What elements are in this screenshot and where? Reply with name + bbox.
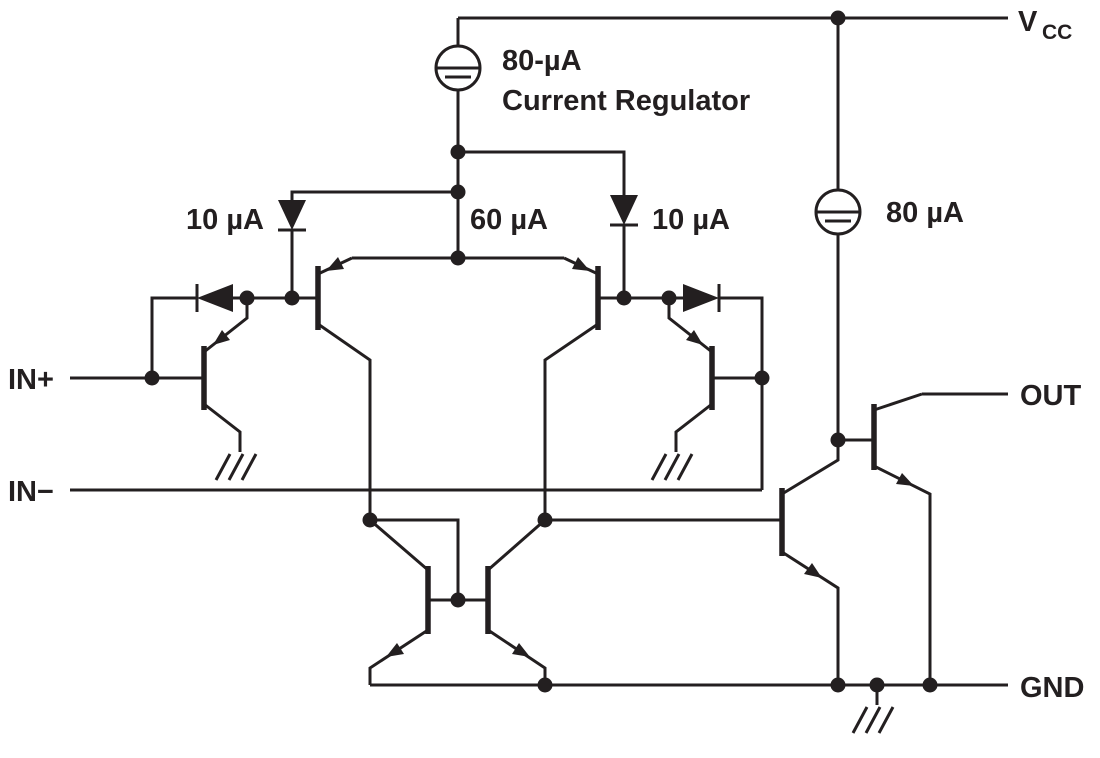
clamp-diode-right — [683, 284, 721, 312]
ground-icon — [851, 706, 895, 734]
labels: V CC OUT GND IN+ IN− 80-µA Current Regul… — [8, 6, 1084, 704]
vcc-rail — [458, 10, 1008, 26]
diode-right-10ua — [610, 195, 638, 227]
npn-arrow-icon — [386, 643, 404, 657]
transistor-collector-lead — [369, 518, 429, 572]
regulator-value-label: 80-µA — [502, 45, 582, 77]
gnd-label: GND — [1020, 672, 1084, 704]
diode-icon — [197, 284, 233, 312]
wire-left-clamp — [150, 296, 197, 378]
transistor-collector-lead — [543, 322, 599, 520]
ground-icon — [214, 453, 258, 481]
wire-branch-left — [290, 190, 458, 200]
pnp-arrow-icon — [686, 330, 703, 345]
transistor-q4-in-minus-follower — [667, 298, 762, 452]
wire-branch-right — [458, 150, 626, 195]
bias-branch-left — [278, 190, 458, 298]
transistor-q8-output — [838, 392, 932, 685]
transistor-q7-gain-stage — [779, 440, 840, 685]
current-source-80ua — [814, 18, 862, 448]
transistor-q5-mirror-left — [368, 518, 431, 685]
diode-icon — [683, 284, 719, 312]
pnp-arrow-icon — [326, 257, 344, 271]
out-label: OUT — [1020, 380, 1082, 412]
in-plus-label: IN+ — [8, 364, 54, 396]
wire-right-clamp — [719, 296, 764, 490]
gnd-rail — [370, 677, 1008, 693]
diode-icon — [610, 195, 638, 225]
junction-dot — [450, 592, 466, 608]
vcc-subscript-label: CC — [1042, 21, 1072, 44]
transistor-collector-lead — [203, 402, 242, 452]
regulator-name-label: Current Regulator — [502, 85, 750, 117]
transistor-emitter-lead — [781, 550, 840, 685]
transistor-collector-lead — [317, 322, 372, 520]
npn-arrow-icon — [896, 473, 914, 486]
pnp-arrow-icon — [213, 330, 230, 345]
transistor-collector-lead — [873, 392, 923, 412]
transistor-collector-lead — [674, 402, 713, 452]
tail-current-label: 60 µA — [470, 204, 548, 236]
transistor-q2-diff-left — [315, 256, 372, 520]
output-current-label: 80 µA — [886, 197, 964, 229]
vcc-label: V — [1018, 6, 1038, 38]
transistor-emitter-lead — [873, 464, 932, 685]
transistor-emitter-lead — [368, 628, 429, 685]
pnp-arrow-icon — [572, 257, 590, 271]
right-bias-current-label: 10 µA — [652, 204, 730, 236]
in-minus-label: IN− — [8, 476, 54, 508]
ground-icon — [650, 453, 694, 481]
junction-dot — [616, 290, 632, 306]
diode-left-10ua — [278, 200, 306, 232]
transistor-collector-lead — [781, 440, 840, 496]
bias-branch-right — [458, 150, 638, 298]
npn-arrow-icon — [804, 563, 822, 578]
current-source-bars-icon — [817, 210, 859, 223]
transistor-collector-lead — [487, 518, 546, 572]
transistor-emitter-lead — [487, 628, 547, 685]
wire-mirror-feedback — [370, 518, 460, 600]
clamp-diode-left — [195, 284, 233, 312]
transistor-q3-diff-right — [543, 256, 601, 520]
transistor-q1-in-plus-follower — [201, 298, 249, 452]
left-bias-current-label: 10 µA — [186, 204, 264, 236]
diode-icon — [278, 200, 306, 230]
transistor-q6-mirror-right — [485, 518, 547, 685]
npn-arrow-icon — [512, 643, 530, 657]
current-source-bars-icon — [436, 66, 480, 79]
junction-dot — [284, 290, 300, 306]
